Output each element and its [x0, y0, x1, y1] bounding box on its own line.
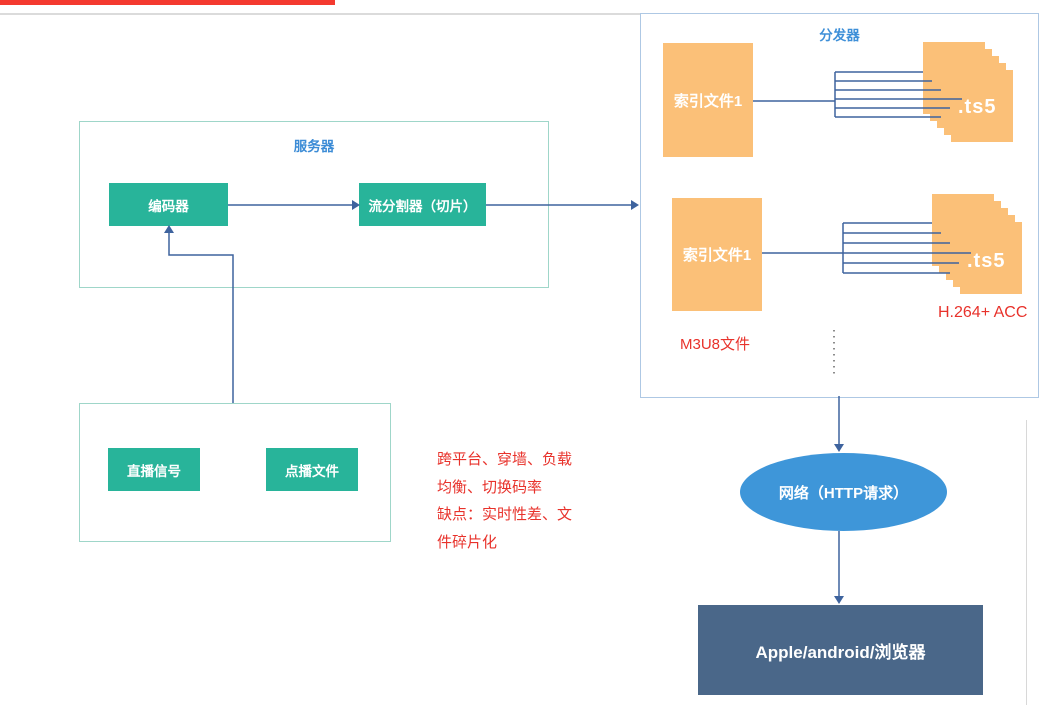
- page-edge-line: [1026, 420, 1027, 705]
- m3u8-annotation: M3U8文件: [680, 336, 751, 353]
- encoder-node: 编码器: [109, 183, 228, 226]
- codec-annotation: H.264+ ACC: [938, 304, 1028, 321]
- live-signal-label: 直播信号: [127, 463, 181, 479]
- arrowhead-right-icon: [631, 200, 639, 210]
- arrowhead-down-icon: [834, 596, 844, 604]
- top-progress-bar: [0, 0, 335, 5]
- distributor-group-title: 分发器: [819, 28, 860, 43]
- index-file-label-1: 索引文件1: [673, 92, 743, 110]
- ts-segment-label-1: .ts5: [958, 96, 997, 118]
- ts-segment-stack-2: [932, 194, 1022, 294]
- client-node: Apple/android/浏览器: [698, 605, 983, 695]
- network-node: 网络（HTTP请求）: [740, 453, 947, 531]
- ts-segment-stack-1: [923, 42, 1013, 142]
- stream-splitter-node: 流分割器（切片）: [359, 183, 486, 226]
- source-group-box: [79, 403, 391, 542]
- annotation-line: 件碎片化: [437, 533, 498, 551]
- index-file-node-2: 索引文件1: [672, 198, 762, 311]
- index-file-node-1: 索引文件1: [663, 43, 753, 157]
- annotation-line: 跨平台、穿墙、负载: [437, 451, 573, 468]
- encoder-label: 编码器: [148, 198, 189, 214]
- arrowhead-down-icon: [834, 444, 844, 452]
- network-label: 网络（HTTP请求）: [778, 484, 909, 502]
- server-group-title: 服务器: [293, 139, 335, 154]
- client-label: Apple/android/浏览器: [755, 642, 926, 662]
- annotation-line: 均衡、切换码率: [437, 478, 543, 496]
- pros-cons-annotation: 跨平台、穿墙、负载 均衡、切换码率 缺点：实时性差、文 件碎片化: [437, 446, 612, 556]
- live-signal-node: 直播信号: [108, 448, 200, 491]
- ts-segment-label-2: .ts5: [967, 250, 1006, 272]
- index-file-label-2: 索引文件1: [682, 247, 752, 264]
- top-divider-line: [0, 13, 640, 15]
- vod-file-label: 点播文件: [285, 463, 339, 479]
- vod-file-node: 点播文件: [266, 448, 358, 491]
- annotation-line: 缺点：实时性差、文: [437, 506, 573, 523]
- stream-splitter-label: 流分割器（切片）: [368, 198, 477, 214]
